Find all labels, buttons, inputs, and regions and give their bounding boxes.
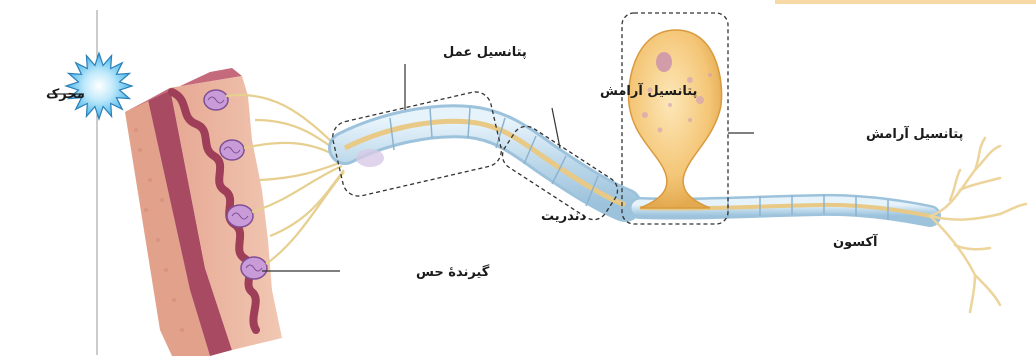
corner-strip <box>775 0 1036 4</box>
label-dendrite: دندریت <box>541 209 587 224</box>
skin-block <box>125 68 282 356</box>
axon-terminals <box>930 138 1026 312</box>
label-sensory-receptor: گیرندۀ حس <box>416 264 490 280</box>
label-stimulus: محرک <box>46 87 85 102</box>
dendrite <box>345 108 625 206</box>
star-burst-icon <box>66 53 132 119</box>
label-resting-potential-dendrite: پتانسیل آرامش <box>600 82 697 99</box>
label-action-potential: پتانسیل عمل <box>443 45 527 60</box>
cell-body <box>629 30 722 208</box>
label-axon: آکسون <box>833 233 878 250</box>
label-resting-potential-soma: پتانسیل آرامش <box>866 125 963 142</box>
